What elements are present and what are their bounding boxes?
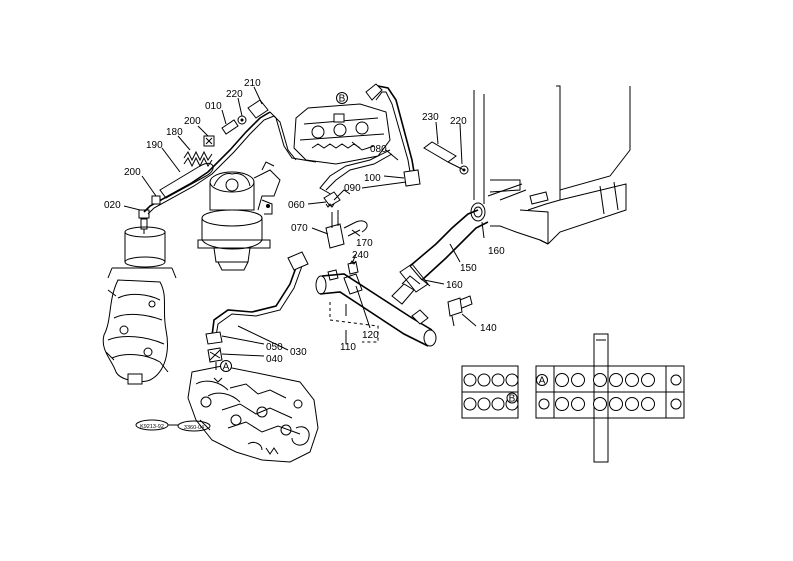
- label-060: 060: [288, 200, 305, 211]
- part-number-labels: 210 220 010 200 180 190 200 020 230 220 …: [104, 78, 505, 365]
- swing-motor-assembly: [197, 161, 281, 271]
- control-valve-top: [293, 103, 391, 165]
- reference-callout-left: K9213-92: [135, 419, 169, 431]
- fitting-200-lower: [151, 195, 161, 205]
- pipe-230: [423, 141, 469, 175]
- reference-callout-right-text: 3360-04: [184, 425, 204, 431]
- label-160-right: 160: [488, 246, 505, 257]
- label-050: 050: [266, 342, 283, 353]
- callout-b-top-label: B: [339, 94, 346, 105]
- label-150: 150: [460, 263, 477, 274]
- label-100: 100: [364, 173, 381, 184]
- fitting-020: [138, 209, 150, 234]
- reference-callout-left-text: K9213-92: [140, 424, 164, 430]
- label-210: 210: [244, 78, 261, 89]
- port-a-circle: [536, 374, 548, 386]
- label-010: 010: [205, 101, 222, 112]
- pipe-030: [205, 251, 309, 370]
- label-030: 030: [290, 347, 307, 358]
- label-140: 140: [480, 323, 497, 334]
- callout-b-top: [336, 92, 348, 104]
- label-230: 230: [422, 112, 439, 123]
- callout-a: [220, 360, 232, 372]
- label-110: 110: [340, 342, 356, 353]
- hydraulic-pump-assembly: [102, 226, 177, 385]
- label-090: 090: [344, 183, 361, 194]
- label-200-lower: 200: [124, 167, 141, 178]
- manifold-tube-110: [315, 273, 437, 347]
- elbow-140: [447, 295, 473, 327]
- upper-left-pipe-run: [143, 99, 317, 215]
- callout-a-label: A: [223, 362, 230, 373]
- label-180: 180: [166, 127, 183, 138]
- nut-220-upper: [237, 115, 247, 125]
- reference-callout-right: 3360-04: [177, 420, 211, 432]
- label-220-right: 220: [450, 116, 467, 127]
- main-control-valve: [187, 365, 319, 463]
- label-020: 020: [104, 200, 121, 211]
- fitting-210: [247, 99, 269, 119]
- label-170: 170: [356, 238, 373, 249]
- valve-spool-detail: B A: [461, 333, 685, 463]
- hose-150: [399, 202, 489, 293]
- valve-block-070: [323, 189, 368, 281]
- port-b-circle: [506, 392, 518, 404]
- port-a-label: A: [539, 376, 546, 387]
- label-160-lower: 160: [446, 280, 463, 291]
- label-200-upper: 200: [184, 116, 201, 127]
- label-190: 190: [146, 140, 163, 151]
- label-120: 120: [362, 330, 379, 341]
- leader-lines: [123, 86, 485, 357]
- fitting-200-upper: [203, 135, 215, 147]
- spring-180: [183, 150, 213, 168]
- label-220-upper: 220: [226, 89, 243, 100]
- fitting-010: [221, 119, 239, 135]
- machine-frame-right: [473, 85, 631, 245]
- label-070: 070: [291, 223, 308, 234]
- upper-right-pipe-run: [319, 83, 421, 197]
- label-040: 040: [266, 354, 283, 365]
- label-240: 240: [352, 250, 369, 261]
- label-080: 080: [370, 144, 387, 155]
- port-b-label: B: [509, 394, 516, 405]
